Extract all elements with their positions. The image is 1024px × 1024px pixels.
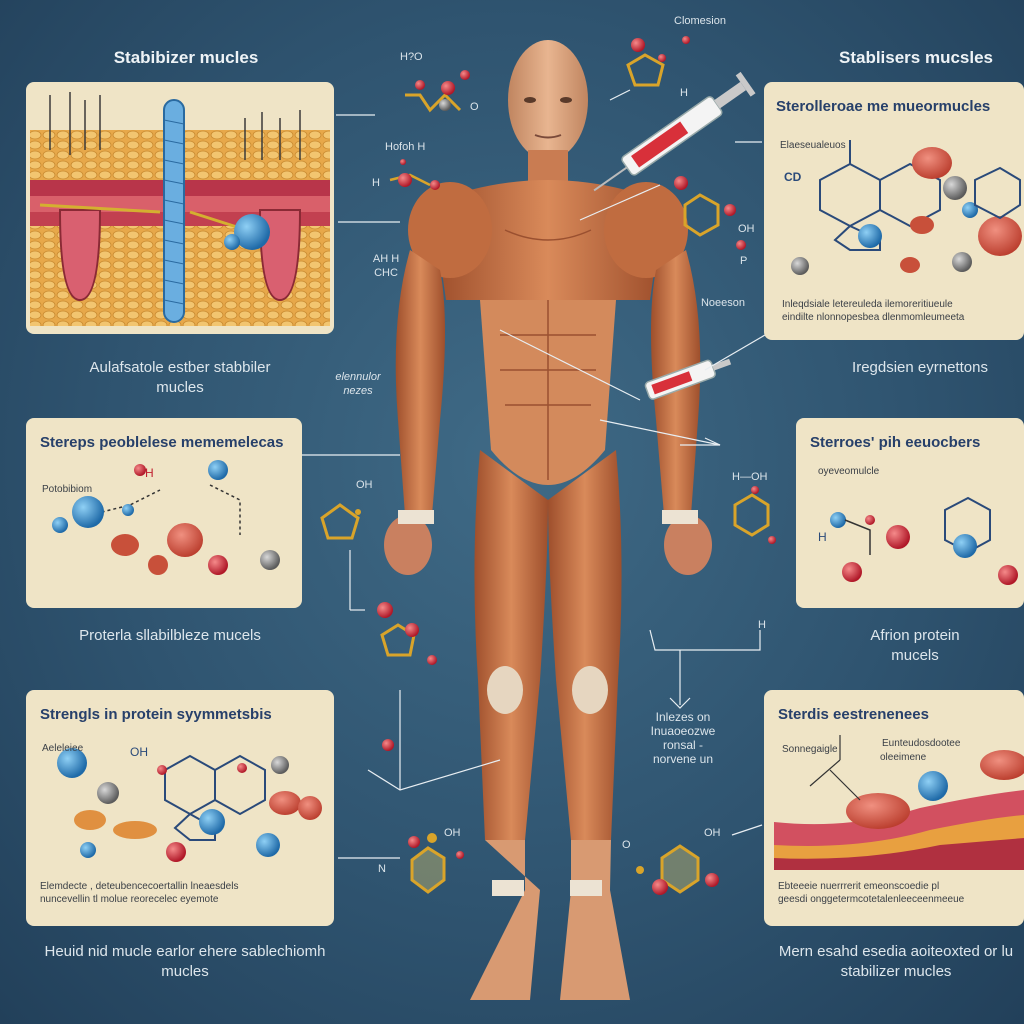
- mol-label-afh-line-2: CHC: [374, 267, 398, 279]
- mol-label-h-3: H: [758, 619, 766, 631]
- caption-left-3-line-2: mucles: [161, 963, 209, 980]
- heading-top-left: Stabibizer mucles: [113, 48, 259, 67]
- label-left-mid-line-1: elennulor: [335, 371, 381, 383]
- label-bottom-line-4: norvene un: [652, 752, 714, 766]
- molecule-center-lower: [377, 602, 437, 751]
- caption-right-1: Iregdsien eyrnettons: [852, 359, 988, 376]
- mol-label-p-1: P: [740, 255, 748, 267]
- label-left-mid-line-2: nezes: [343, 385, 373, 397]
- panel-5-text: Elemdecte , deteubencecoertallin lneaesd…: [40, 880, 326, 906]
- panel-3: [26, 418, 302, 608]
- panel-4-illustration: [830, 496, 1018, 585]
- mol-label-o-2: O: [470, 101, 479, 113]
- panel-3-label-h: H: [145, 466, 154, 480]
- mol-label-hxo-h: Hofoh H: [385, 141, 426, 153]
- panel-6-text-line-1: Ebteeeie nuerrrerit emeonscoedie pl: [778, 881, 940, 892]
- caption-right-3-line-2: stabilizer mucles: [840, 963, 952, 980]
- panel-5-label-1: Aeleleiee: [42, 743, 84, 754]
- molecule-bottom-right: [636, 844, 719, 895]
- mol-label-h2o: H?O: [400, 51, 423, 63]
- mol-label-oh-3: OH: [704, 827, 721, 839]
- caption-left-1-line-1: Aulafsatole estber stabbiler: [89, 359, 271, 376]
- mol-label-h: H: [372, 177, 380, 189]
- panel-5-text-line-1: Elemdecte , deteubencecoertallin lneaesd…: [40, 881, 239, 892]
- mol-label-o-1: O: [622, 839, 631, 851]
- panel-3-title: Stereps peoblelese mememelecas: [40, 434, 284, 451]
- panel-2-illustration: [791, 140, 1022, 275]
- caption-left-1-line-2: mucles: [156, 379, 204, 396]
- panel-5-illustration: [57, 748, 322, 862]
- panel-2-title: Sterolleroae me mueormucles: [776, 98, 991, 115]
- label-bottom-center: Inlezes on Inuaoeozwe ronsal - norvene u…: [628, 710, 738, 766]
- mol-label-oh-4: OH: [738, 223, 755, 235]
- panel-5-title: Strengls in protein syymmetsbis: [40, 706, 272, 723]
- panel-6-label-3: oleeimene: [880, 752, 927, 763]
- mol-label-oh-2: OH: [444, 827, 461, 839]
- syringe-arm-icon: [644, 358, 732, 400]
- panel-6-illustration: [774, 735, 1024, 870]
- human-figure: [384, 40, 712, 1000]
- molecule-small-left: [389, 159, 440, 190]
- molecule-right-mid: [733, 486, 776, 544]
- panel-5-label-2: OH: [130, 745, 148, 759]
- syringe-top-icon: [593, 71, 756, 192]
- molecule-top-left: [405, 70, 470, 113]
- label-bottom-line-1: Inlezes on: [655, 710, 711, 724]
- panel-2-text-line-1: Inleqdsiale letereuleda ilemoreritiueule: [782, 299, 953, 310]
- caption-left-1: Aulafsatole estber stabbiler mucles: [40, 358, 320, 398]
- label-right-mid: Noeeson: [700, 297, 746, 309]
- panel-3-illustration: [52, 460, 280, 575]
- panel-1-illustration: [26, 82, 334, 334]
- caption-right-2-line-2: mucels: [891, 647, 939, 664]
- caption-left-3: Heuid nid mucle earlor ehere sablechiomh…: [20, 942, 350, 982]
- caption-right-3-line-1: Mern esahd esedia aoiteoxted or lu: [778, 943, 1014, 960]
- panel-4: [796, 418, 1024, 608]
- panel-6-label-2: Eunteudosdootee: [882, 738, 961, 749]
- mol-label-afh: AH H CHC: [366, 252, 406, 280]
- mol-label-h-4: H: [680, 87, 688, 99]
- label-center-top: Clomesion: [674, 15, 726, 27]
- label-bottom-line-2: Inuaoeozwe: [650, 724, 716, 738]
- panel-2: [764, 82, 1024, 340]
- mol-label-h-ch: H—OH: [732, 471, 768, 483]
- caption-right-3: Mern esahd esedia aoiteoxted or lu stabi…: [768, 942, 1024, 982]
- label-bottom-line-3: ronsal -: [662, 738, 703, 752]
- panel-3-label-1: Potobibiom: [42, 484, 93, 495]
- label-left-mid: elennulor nezes: [318, 370, 398, 398]
- panel-6-title: Sterdis eestrenenees: [778, 706, 929, 723]
- caption-right-2-line-1: Afrion protein: [870, 627, 960, 644]
- panel-2-label-2: CD: [784, 170, 802, 184]
- mol-label-afh-line-1: AH H: [372, 253, 400, 265]
- molecule-bottom-left: [408, 833, 464, 894]
- connector-lines: [302, 114, 766, 859]
- panel-2-text-line-2: eindilte nlonnopesbea dlenmomleumeeta: [782, 312, 965, 323]
- molecule-right-top: [674, 176, 746, 250]
- panel-4-label-1: oyeveomulcle: [818, 466, 880, 477]
- panel-6-label-1: Sonnegaigle: [782, 744, 838, 755]
- heading-top-right: Stablisers mucsles: [838, 48, 994, 67]
- molecule-top-center: [609, 36, 690, 101]
- panel-2-label-1: Elaeseualeuos: [780, 140, 846, 151]
- panel-6-text-line-2: geesdi onggetermcotetalenleeceenmeeue: [778, 894, 965, 905]
- caption-left-2: Proterla sllabilbleze mucels: [79, 627, 261, 644]
- panel-5-text-line-2: nuncevellin tl molue reorecelec eyemote: [40, 894, 219, 905]
- panel-4-label-h: H: [818, 530, 827, 544]
- mol-label-n-1: N: [378, 863, 386, 875]
- molecule-left-mid: [320, 503, 361, 540]
- caption-right-2: Afrion protein mucels: [820, 626, 1010, 666]
- mol-label-oh-1: OH: [356, 479, 373, 491]
- panel-2-text: Inleqdsiale letereuleda ilemoreritiueule…: [782, 298, 1020, 324]
- panel-6-text: Ebteeeie nuerrrerit emeonscoedie pl gees…: [778, 880, 1018, 906]
- panel-4-title: Sterroes' pih eeuocbers: [810, 434, 981, 451]
- caption-left-3-line-1: Heuid nid mucle earlor ehere sablechiomh: [44, 943, 326, 960]
